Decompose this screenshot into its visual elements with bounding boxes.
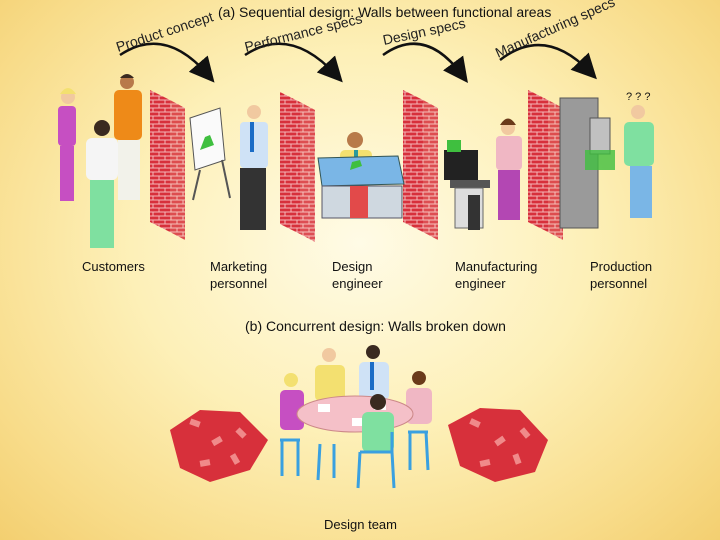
role-customers: Customers [82, 258, 192, 275]
question-marks: ? ? ? [626, 91, 650, 103]
brick-wall-1 [150, 90, 185, 240]
section-b-title: (b) Concurrent design: Walls broken down [245, 318, 506, 334]
arrow-label-design-specs: Design specs [381, 15, 467, 48]
rubble-right [448, 408, 548, 482]
role-marketing-line1: Marketing [210, 259, 268, 274]
role-marketing: Marketing personnel [210, 258, 320, 292]
arrow-design-specs: Design specs [381, 15, 468, 84]
marketing-figure [189, 105, 268, 230]
arrow-manufacturing-specs: Manufacturing specs [493, 0, 618, 80]
design-team-illustration [280, 345, 432, 489]
brick-wall-4 [528, 90, 563, 240]
customers-figure [58, 74, 142, 248]
role-production: Production personnel [590, 258, 700, 292]
arrow-label-manufacturing-specs: Manufacturing specs [493, 0, 618, 61]
section-a-title: (a) Sequential design: Walls between fun… [218, 4, 552, 20]
role-design-engineer: Design engineer [332, 258, 442, 292]
production-figure: ? ? ? [559, 91, 654, 229]
manufacturing-engineer-figure [444, 118, 522, 230]
role-production-line1: Production [590, 259, 653, 274]
arrow-product-concept: Product concept [114, 8, 215, 83]
brick-wall-3 [403, 90, 438, 240]
arrow-performance-specs: Performance specs [243, 10, 364, 83]
role-manufacturing-line1: Manufacturing [455, 259, 538, 274]
role-manufacturing-line2: engineer [455, 276, 506, 291]
rubble-left [170, 410, 268, 482]
arrow-label-product-concept: Product concept [114, 8, 215, 55]
role-manufacturing-engineer: Manufacturing engineer [455, 258, 565, 292]
design-team-caption: Design team [324, 517, 397, 532]
role-design-line2: engineer [332, 276, 383, 291]
brick-wall-2 [280, 92, 315, 242]
role-design-line1: Design [332, 259, 373, 274]
design-engineer-figure [317, 132, 405, 219]
role-customers-line1: Customers [82, 259, 145, 274]
role-production-line2: personnel [590, 276, 648, 291]
role-marketing-line2: personnel [210, 276, 268, 291]
